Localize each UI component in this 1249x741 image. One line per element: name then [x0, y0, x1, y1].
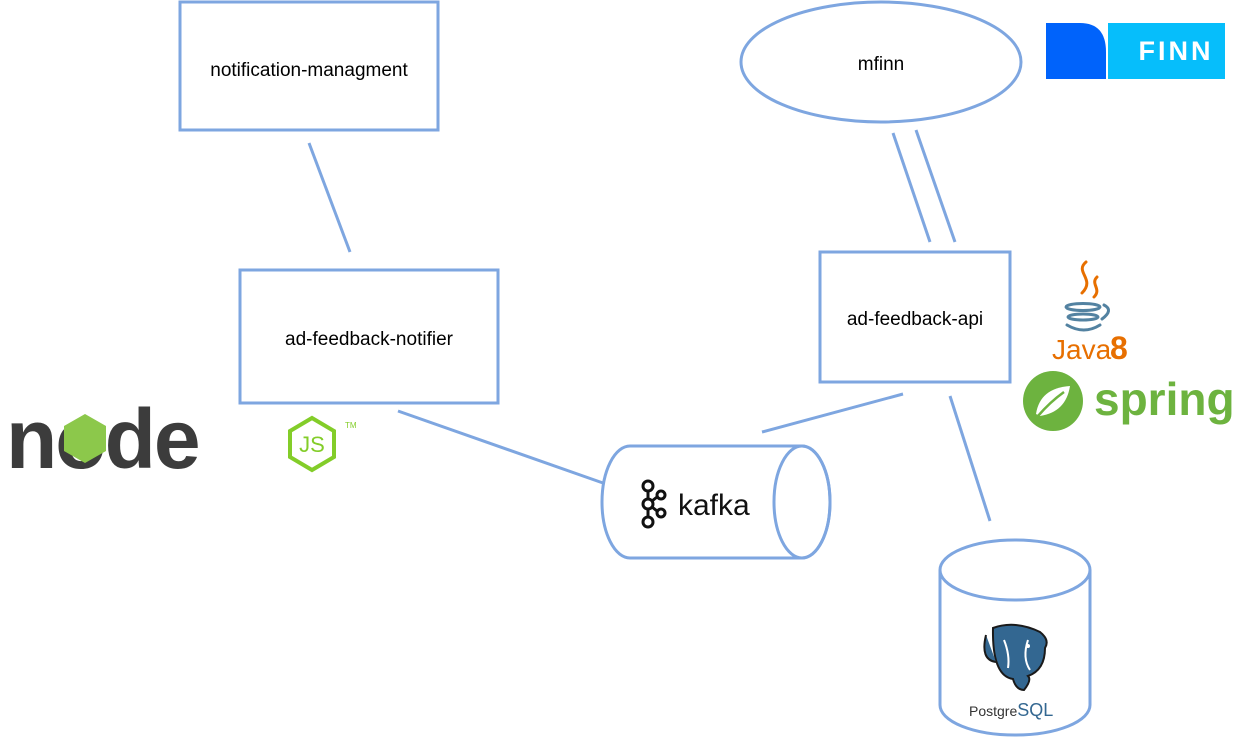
finn-logo: FINN [1046, 23, 1225, 79]
spring-logo-text: spring [1094, 373, 1235, 425]
java-logo-text: Java [1052, 334, 1112, 365]
notification-management-label: notification-managment [210, 60, 408, 81]
node-hexagon-icon [64, 414, 106, 463]
js-hexagon-icon [288, 415, 336, 473]
java-version-text: 8 [1110, 330, 1128, 366]
kafka-label: kafka [678, 489, 750, 522]
ad-feedback-notifier-node: ad-feedback-notifier [238, 268, 500, 405]
finn-logo-panel [1108, 23, 1225, 79]
kafka-logo-icon [641, 479, 667, 529]
spring-logo: spring [1023, 371, 1235, 431]
finn-logo-mark [1046, 23, 1106, 79]
postgres-label: PostgreSQL [969, 700, 1053, 720]
postgres-label-suffix: SQL [1017, 700, 1053, 720]
js-logo-text: JS [299, 432, 325, 457]
postgres-elephant-icon [983, 623, 1048, 692]
nodejs-logo: node JS TM [6, 392, 357, 486]
finn-logo-text: FINN [1139, 36, 1214, 66]
edge-notifier-to-kafka [397, 409, 604, 485]
ad-feedback-api-node: ad-feedback-api [818, 250, 1012, 384]
js-trademark: TM [345, 421, 357, 430]
mfinn-label: mfinn [858, 54, 904, 75]
edge-mfinn-to-api-b [914, 129, 957, 243]
kafka-node: kafka [600, 444, 832, 560]
edge-notification-to-notifier [307, 142, 352, 253]
java-steam-icon [1080, 260, 1099, 299]
mfinn-node: mfinn [739, 0, 1023, 124]
postgres-label-prefix: Postgre [969, 703, 1017, 719]
java-logo: Java 8 [1052, 260, 1128, 366]
ad-feedback-notifier-label: ad-feedback-notifier [285, 329, 454, 350]
notification-management-node: notification-managment [178, 0, 440, 132]
edge-mfinn-to-api-a [891, 132, 932, 243]
edge-api-to-postgres [948, 395, 992, 522]
edge-api-to-kafka [761, 392, 904, 434]
ad-feedback-api-label: ad-feedback-api [847, 309, 983, 330]
java-cup-icon [1064, 302, 1110, 332]
postgres-node: PostgreSQL [938, 538, 1092, 737]
